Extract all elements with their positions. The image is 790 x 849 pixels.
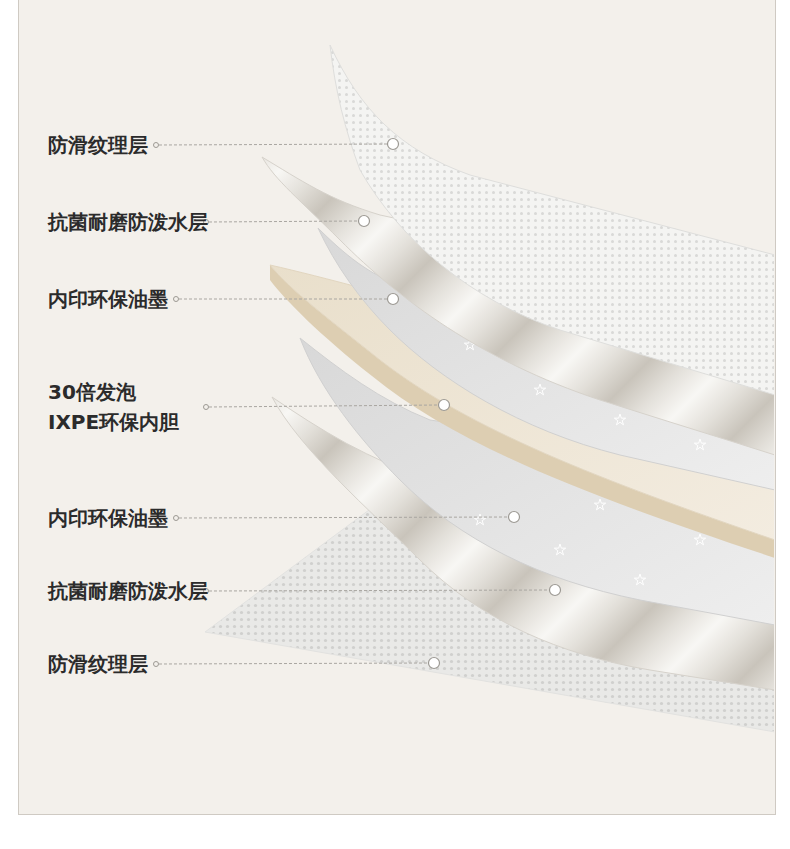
- leader-line: [209, 221, 358, 222]
- star-pattern: [554, 544, 565, 555]
- leader-start: [204, 405, 209, 410]
- leader-start: [154, 143, 159, 148]
- leader-line: [179, 299, 387, 300]
- layer-label: 内印环保油墨: [48, 284, 168, 314]
- leader-line: [159, 144, 387, 145]
- layer-label: 内印环保油墨: [48, 503, 168, 533]
- layer-label: 抗菌耐磨防泼水层: [48, 207, 198, 237]
- star-pattern: [614, 414, 625, 425]
- leader-dot: [439, 400, 450, 411]
- star-pattern: [634, 574, 645, 585]
- leader-dot: [550, 585, 561, 596]
- star-pattern: [694, 534, 705, 545]
- leader-dot: [429, 658, 440, 669]
- leader-line: [159, 663, 428, 664]
- layer-label: 防滑纹理层: [48, 130, 148, 160]
- leader-line: [209, 405, 438, 407]
- leader-dot: [388, 139, 399, 150]
- layer-label: 抗菌耐磨防泼水层: [48, 576, 198, 606]
- leader-line: [209, 590, 549, 591]
- layer-label: 30倍发泡 IXPE环保内胆: [48, 377, 198, 437]
- leader-dot: [359, 216, 370, 227]
- star-pattern: [694, 439, 705, 450]
- leader-start: [204, 220, 209, 225]
- layer-label: 防滑纹理层: [48, 649, 148, 679]
- leader-dot: [388, 294, 399, 305]
- leader-start: [174, 297, 179, 302]
- star-pattern: [594, 499, 605, 510]
- leader-line: [179, 517, 508, 518]
- leader-start: [174, 516, 179, 521]
- leader-dot: [509, 512, 520, 523]
- star-pattern: [534, 384, 545, 395]
- leader-start: [154, 662, 159, 667]
- leader-start: [204, 589, 209, 594]
- star-pattern: [474, 514, 485, 525]
- top-texture-sheet: [330, 45, 774, 395]
